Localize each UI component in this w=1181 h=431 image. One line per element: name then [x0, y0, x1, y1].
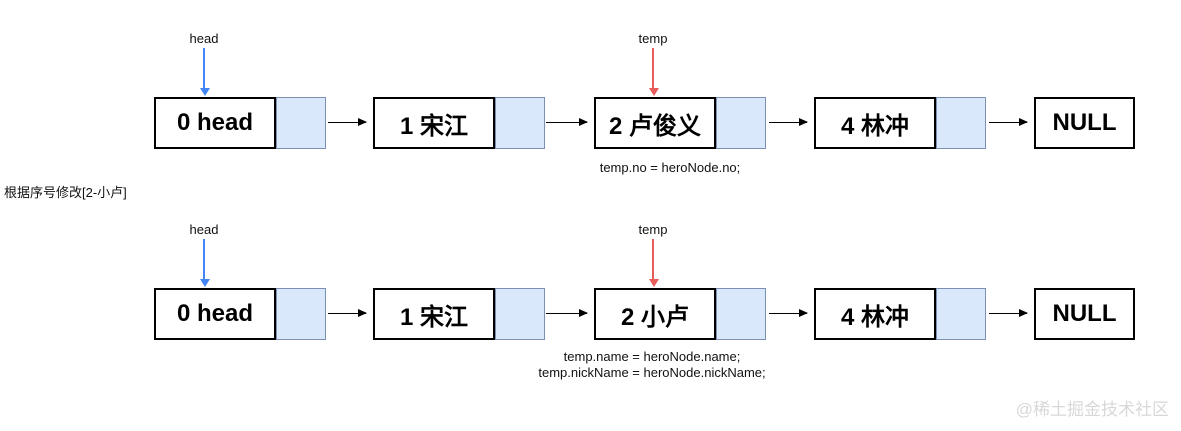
code-caption-line: temp.no = heroNode.no;	[599, 160, 741, 175]
temp-pointer-label: temp	[638, 31, 668, 46]
head-pointer-arrow-icon	[199, 239, 210, 287]
node-box-4: 4 林冲	[814, 97, 986, 149]
node-label: 2 卢俊义	[594, 97, 716, 149]
next-pointer-cell	[276, 288, 326, 340]
code-caption: temp.name = heroNode.name; temp.nickName…	[522, 349, 782, 381]
code-caption-line: temp.name = heroNode.name;	[563, 349, 741, 364]
node-label: 4 林冲	[814, 288, 936, 340]
node-label: 2 小卢	[594, 288, 716, 340]
link-arrow-icon	[769, 118, 808, 126]
node-label: 1 宋江	[373, 288, 495, 340]
head-pointer-label: head	[189, 222, 219, 237]
node-box-4: 4 林冲	[814, 288, 986, 340]
node-box-head: 0 head	[154, 97, 326, 149]
link-arrow-icon	[769, 309, 808, 317]
null-box: NULL	[1034, 288, 1135, 340]
next-pointer-cell	[276, 97, 326, 149]
next-pointer-cell	[936, 97, 986, 149]
next-pointer-cell	[716, 288, 766, 340]
link-arrow-icon	[546, 118, 588, 126]
link-arrow-icon	[328, 309, 367, 317]
next-pointer-cell	[936, 288, 986, 340]
node-box-1: 1 宋江	[373, 288, 545, 340]
node-box-head: 0 head	[154, 288, 326, 340]
temp-pointer-arrow-icon	[648, 239, 659, 287]
node-label: 4 林冲	[814, 97, 936, 149]
temp-pointer-label: temp	[638, 222, 668, 237]
next-pointer-cell	[716, 97, 766, 149]
node-label: 0 head	[154, 97, 276, 149]
node-box-1: 1 宋江	[373, 97, 545, 149]
temp-pointer-arrow-icon	[648, 48, 659, 96]
link-arrow-icon	[989, 118, 1028, 126]
link-arrow-icon	[328, 118, 367, 126]
side-label: 根据序号修改[2-小卢]	[4, 185, 127, 200]
link-arrow-icon	[546, 309, 588, 317]
linked-list-diagram-before: head temp 0 head 1 宋江 2 卢俊义 4 林冲 NULL te…	[0, 0, 1181, 200]
head-pointer-label: head	[189, 31, 219, 46]
head-pointer-arrow-icon	[199, 48, 210, 96]
null-box: NULL	[1034, 97, 1135, 149]
next-pointer-cell	[495, 288, 545, 340]
watermark: @稀土掘金技术社区	[1015, 400, 1169, 419]
next-pointer-cell	[495, 97, 545, 149]
node-box-2: 2 小卢	[594, 288, 766, 340]
linked-list-diagram-after: head temp 0 head 1 宋江 2 小卢 4 林冲 NULL tem…	[0, 191, 1181, 391]
code-caption-line: temp.nickName = heroNode.nickName;	[538, 365, 766, 380]
node-box-2: 2 卢俊义	[594, 97, 766, 149]
link-arrow-icon	[989, 309, 1028, 317]
code-caption: temp.no = heroNode.no;	[540, 160, 800, 176]
node-label: 0 head	[154, 288, 276, 340]
node-label: 1 宋江	[373, 97, 495, 149]
